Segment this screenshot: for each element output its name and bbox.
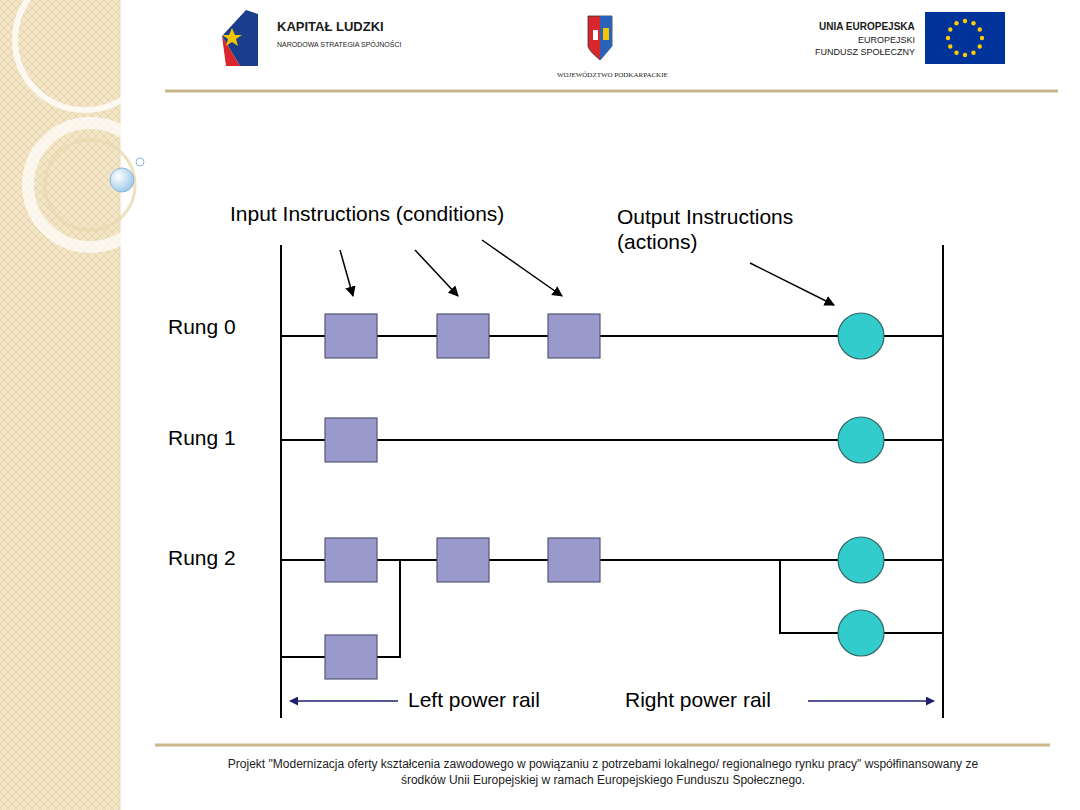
input-contacts [325, 314, 600, 679]
right-rail [942, 245, 944, 718]
header-rule [165, 90, 1058, 93]
rung-label: Rung 0 [168, 314, 236, 339]
callout-label: Output Instructions (actions) [617, 204, 832, 254]
rung-label: Rung 2 [168, 545, 236, 570]
kapital-ludzki-logo [222, 10, 258, 66]
footer-caption: Projekt "Modernizacja oferty kształcenia… [208, 756, 998, 788]
left-rail [280, 245, 282, 718]
logo-subtitle: NARODOWA STRATEGIA SPÓJNOŚCI [277, 41, 401, 49]
callout-label: Input Instructions (conditions) [230, 201, 504, 226]
rung-wires [281, 336, 943, 657]
logo-subtitle: EUROPEJSKI [858, 35, 915, 46]
logo-title: KAPITAŁ LUDZKI [277, 19, 384, 35]
eu-flag [925, 12, 1005, 64]
callout-arrows [340, 240, 834, 305]
rail-label: Right power rail [625, 687, 771, 712]
logo-title: UNIA EUROPEJSKA [819, 21, 915, 33]
rail-label: Left power rail [408, 687, 540, 712]
rung-label: Rung 1 [168, 425, 236, 450]
output-coils [838, 313, 884, 656]
side-strip [0, 0, 155, 810]
rail-arrows [290, 700, 934, 702]
coat-of-arms [588, 16, 612, 60]
logo-caption: WOJEWÓDZTWO PODKARPACKIE [557, 71, 668, 79]
footer-rule [155, 744, 1050, 747]
ladder-diagram [281, 240, 943, 718]
logo-subtitle: FUNDUSZ SPOŁECZNY [815, 47, 915, 58]
